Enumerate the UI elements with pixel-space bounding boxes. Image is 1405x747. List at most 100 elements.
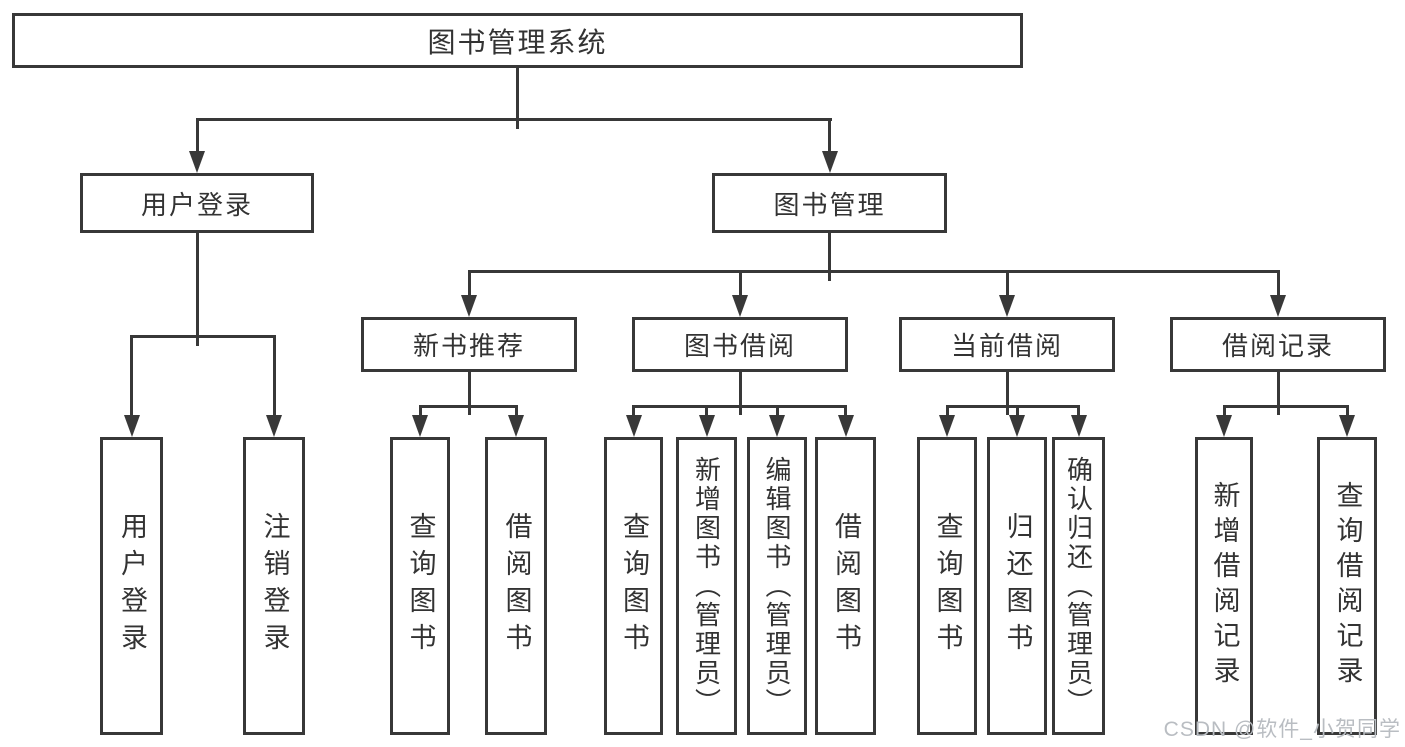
node-root-library-system: 图书管理系统 — [12, 13, 1023, 68]
connector-line — [738, 372, 742, 405]
node-new-book-recommend: 新书推荐 — [361, 317, 577, 372]
connector-line — [1276, 372, 1280, 405]
arrowhead-down-icon — [461, 295, 477, 317]
node-label: 借阅图书 — [831, 512, 861, 660]
connector-line — [515, 121, 519, 129]
leaf-edit-book-admin: 编辑图书（管理员） — [747, 437, 807, 735]
node-label: 查询图书 — [405, 512, 436, 660]
leaf-add-book-admin: 新增图书（管理员） — [676, 437, 737, 735]
connector-line — [467, 270, 1280, 273]
connector-line — [1222, 405, 1349, 408]
connector-line — [467, 372, 471, 405]
node-label: 新书推荐 — [412, 331, 525, 361]
connector-line — [632, 405, 847, 408]
connector-line — [1077, 408, 1080, 415]
arrowhead-down-icon — [698, 415, 715, 437]
arrowhead-down-icon — [189, 151, 205, 173]
connector-line — [130, 335, 276, 338]
node-label: 当前借阅 — [950, 331, 1063, 361]
connector-line — [844, 408, 847, 415]
node-label: 查询图书 — [619, 512, 649, 660]
arrowhead-down-icon — [412, 415, 428, 437]
node-label: 图书管理 — [773, 189, 886, 220]
node-label: 归还图书 — [1002, 512, 1033, 660]
connector-line — [1345, 408, 1349, 415]
connector-line — [418, 408, 422, 415]
connector-line — [945, 408, 949, 415]
connector-line — [1276, 273, 1280, 295]
connector-line — [195, 233, 199, 335]
arrowhead-down-icon — [1216, 415, 1232, 437]
node-label: 新增借阅记录 — [1209, 481, 1240, 691]
arrowhead-down-icon — [508, 415, 524, 437]
arrowhead-down-icon — [769, 415, 785, 437]
leaf-return-book: 归还图书 — [987, 437, 1047, 735]
connector-line — [1276, 408, 1280, 415]
connector-line — [945, 405, 1080, 408]
connector-line — [514, 408, 518, 415]
leaf-query-book-recommend: 查询图书 — [390, 437, 450, 735]
connector-line — [1005, 372, 1009, 405]
arrowhead-down-icon — [1070, 415, 1087, 437]
connector-line — [775, 408, 779, 415]
arrowhead-down-icon — [1339, 415, 1355, 437]
connector-line — [828, 273, 831, 281]
arrowhead-down-icon — [821, 151, 838, 173]
leaf-add-borrow-record: 新增借阅记录 — [1195, 437, 1253, 735]
node-label: 图书借阅 — [683, 331, 796, 361]
connector-line — [130, 338, 133, 415]
leaf-query-book-borrow: 查询图书 — [604, 437, 663, 735]
node-book-borrow: 图书借阅 — [632, 317, 848, 372]
connector-line — [1005, 273, 1009, 295]
leaf-borrow-book-recommend: 借阅图书 — [485, 437, 547, 735]
node-label: 查询图书 — [932, 512, 963, 660]
leaf-query-book-current: 查询图书 — [917, 437, 977, 735]
arrowhead-down-icon — [266, 415, 282, 437]
leaf-logout-login: 注销登录 — [243, 437, 305, 735]
node-current-borrow: 当前借阅 — [899, 317, 1115, 372]
node-user-login: 用户登录 — [80, 173, 314, 233]
arrowhead-down-icon — [625, 415, 642, 437]
connector-line — [515, 68, 519, 118]
node-label: 借阅记录 — [1221, 331, 1334, 361]
connector-line — [195, 338, 199, 346]
node-label: 确认归还（管理员） — [1063, 455, 1094, 717]
node-label: 注销登录 — [259, 512, 290, 660]
node-label: 用户登录 — [140, 189, 253, 220]
connector-line — [738, 408, 742, 415]
node-label: 编辑图书（管理员） — [762, 455, 792, 717]
node-label: 图书管理系统 — [427, 26, 608, 58]
node-label: 用户登录 — [117, 512, 147, 660]
arrowhead-down-icon — [123, 415, 140, 437]
node-borrow-record: 借阅记录 — [1170, 317, 1386, 372]
arrowhead-down-icon — [999, 295, 1015, 317]
connector-line — [195, 121, 199, 151]
connector-line — [1015, 408, 1019, 415]
connector-line — [705, 408, 708, 415]
node-label: 查询借阅记录 — [1332, 481, 1363, 691]
leaf-user-login: 用户登录 — [100, 437, 163, 735]
connector-line — [418, 405, 518, 408]
node-label: 借阅图书 — [501, 512, 532, 660]
connector-line — [632, 408, 635, 415]
leaf-confirm-return-admin: 确认归还（管理员） — [1052, 437, 1105, 735]
connector-line — [1222, 408, 1226, 415]
leaf-query-borrow-record: 查询借阅记录 — [1317, 437, 1377, 735]
connector-line — [467, 408, 471, 415]
arrowhead-down-icon — [732, 295, 748, 317]
arrowhead-down-icon — [939, 415, 955, 437]
connector-line — [828, 121, 831, 151]
leaf-borrow-book: 借阅图书 — [815, 437, 876, 735]
node-label: 新增图书（管理员） — [691, 455, 722, 717]
connector-line — [272, 338, 276, 415]
arrowhead-down-icon — [837, 415, 854, 437]
csdn-watermark: CSDN @软件_小贺同学 — [1163, 718, 1401, 741]
connector-line — [195, 118, 832, 121]
node-book-management: 图书管理 — [712, 173, 947, 233]
connector-line — [738, 273, 742, 295]
connector-line — [1005, 408, 1009, 415]
arrowhead-down-icon — [1270, 295, 1286, 317]
arrowhead-down-icon — [1009, 415, 1025, 437]
connector-line — [467, 273, 471, 295]
